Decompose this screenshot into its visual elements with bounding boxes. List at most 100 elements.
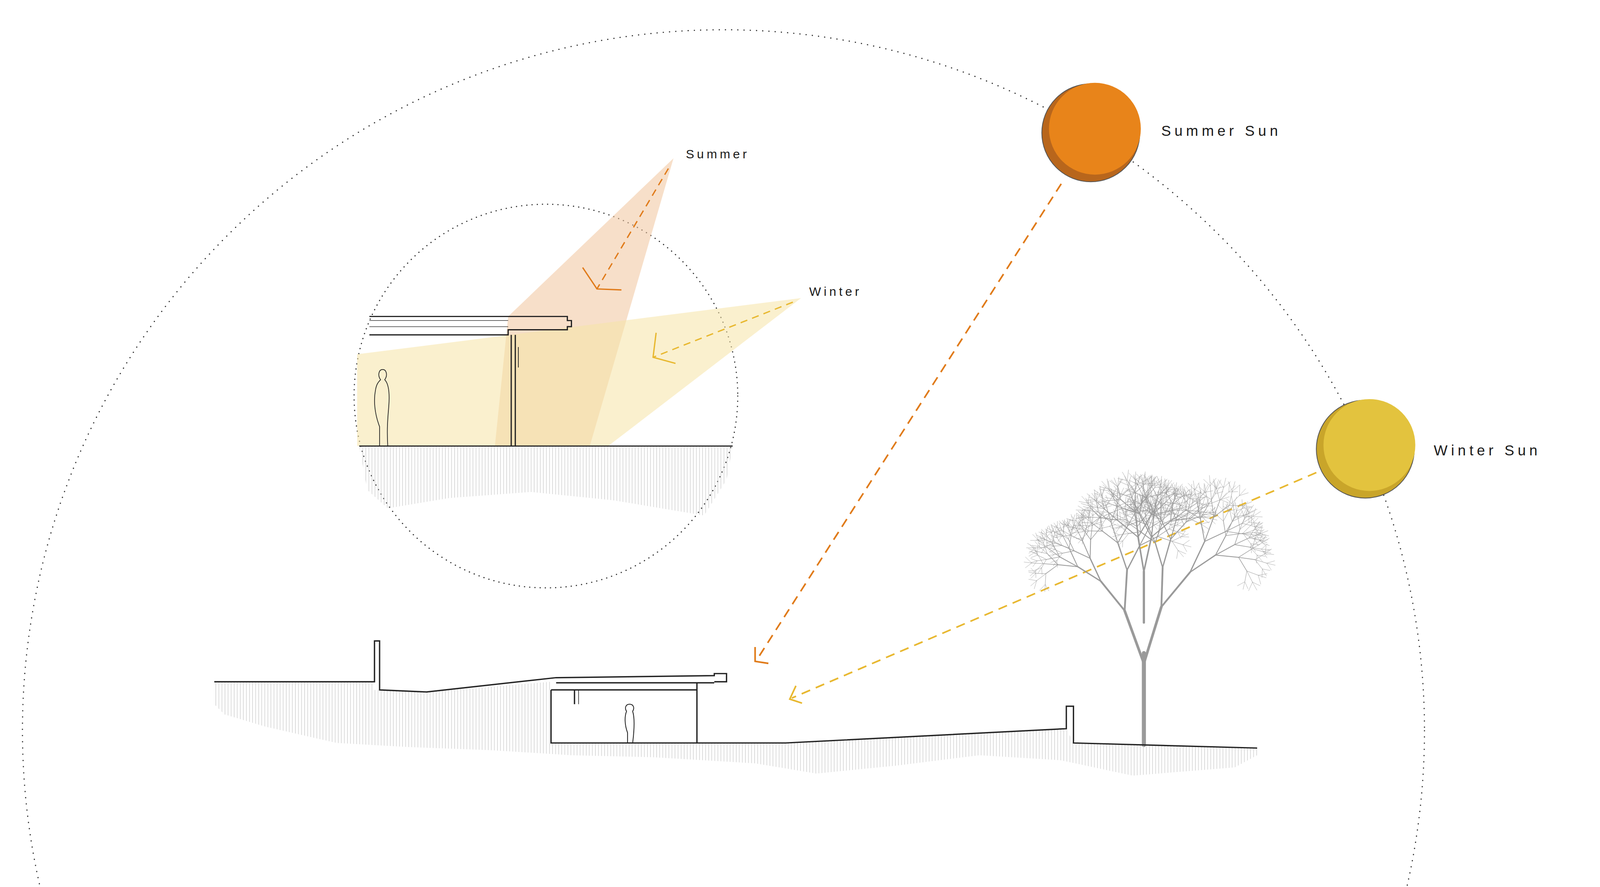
tree-branch	[1042, 563, 1058, 565]
tree-branch	[1141, 653, 1146, 745]
tree-branch	[1154, 502, 1166, 514]
tree-branch	[1070, 535, 1083, 541]
tree-branch	[1082, 525, 1090, 533]
tree-branch	[1227, 502, 1230, 511]
tree-branch	[1258, 575, 1267, 578]
tree-branch	[1245, 582, 1249, 590]
winter-light-wedge	[357, 298, 801, 447]
tree-branch	[1187, 483, 1195, 490]
tree-branch	[1073, 527, 1083, 529]
tree-branch	[1151, 521, 1170, 537]
tree-branch	[1031, 562, 1043, 564]
tree-branch	[1235, 507, 1243, 518]
tree-branch	[1025, 562, 1032, 568]
earth-hatch	[214, 681, 1258, 776]
tree-branch	[1117, 520, 1138, 538]
tree	[1024, 470, 1276, 745]
text-label: Summer	[685, 147, 750, 161]
tree-branch	[1244, 508, 1248, 518]
tree-branch	[1028, 579, 1037, 581]
tree-branch	[1082, 522, 1092, 524]
tree-branch	[1120, 499, 1135, 512]
tree-branch	[1160, 485, 1167, 494]
tree-branch	[1160, 510, 1161, 523]
tree-branch	[1085, 517, 1100, 518]
tree-branch	[1148, 520, 1161, 529]
tree-branch	[1265, 553, 1274, 555]
tree-branch	[1261, 569, 1263, 578]
tree-branch	[1124, 610, 1144, 664]
tree-branch	[1127, 493, 1136, 496]
tree-branch	[1197, 496, 1206, 503]
tree-branch	[1230, 503, 1235, 511]
tree-branch	[1235, 502, 1237, 511]
tree-branch	[1145, 476, 1150, 485]
tree-branch	[1191, 492, 1201, 496]
tree-branch	[1177, 502, 1187, 510]
tree-branch	[1222, 501, 1224, 510]
tree-branch	[1171, 483, 1176, 492]
tree-branch	[1182, 485, 1184, 496]
tree-branch	[1234, 544, 1250, 548]
tree-branch	[1177, 501, 1186, 505]
tree-branch	[1151, 477, 1155, 486]
tree-branch	[1150, 497, 1152, 504]
tree-branch	[1190, 555, 1216, 573]
tree-branch	[1222, 510, 1224, 521]
tree-branch	[1200, 492, 1212, 500]
tree-branch	[1118, 499, 1120, 507]
tree-branch	[1139, 513, 1152, 538]
tree-branch	[1255, 523, 1263, 528]
tree-branch	[1081, 506, 1091, 511]
tree-branch	[1111, 480, 1118, 488]
tree-branch	[1088, 495, 1090, 504]
tree-branch	[1114, 499, 1123, 509]
tree-branch	[1028, 547, 1036, 554]
tree-branch	[1239, 492, 1249, 496]
tree-branch	[1251, 517, 1259, 525]
tree-branch	[1181, 533, 1189, 537]
tree-branch	[1045, 573, 1047, 585]
tree-branch	[1030, 540, 1039, 541]
tree-branch	[1265, 549, 1272, 554]
tree-branch	[1093, 490, 1102, 496]
tree-branch	[1255, 529, 1263, 531]
tree-branch	[1170, 522, 1179, 525]
tree-branch	[1086, 525, 1090, 536]
tree-branch	[1182, 544, 1187, 552]
tree-branch	[1204, 531, 1227, 542]
tree-branch	[1137, 494, 1139, 504]
tree-branch	[1161, 567, 1163, 607]
tree-branch	[1182, 540, 1190, 545]
tree-branch	[1131, 485, 1136, 494]
tree-branch	[1155, 542, 1163, 568]
tree-branch	[1085, 498, 1091, 507]
tree-branch	[1242, 582, 1245, 590]
tree-branch	[1146, 486, 1153, 498]
tree-branch	[1181, 517, 1185, 527]
tree-branch	[1046, 557, 1060, 560]
tree-branch	[1262, 538, 1270, 543]
tree-branch	[1167, 482, 1174, 490]
tree-branch	[1126, 520, 1136, 523]
tree-branch	[1037, 567, 1042, 574]
tree-branch	[1112, 523, 1120, 528]
tree-branch	[1161, 572, 1190, 607]
tree-branch	[1152, 484, 1162, 487]
tree-branch	[1085, 509, 1093, 510]
tree-branch	[1236, 510, 1238, 519]
tree-branch	[1198, 502, 1207, 510]
tree-branch	[1237, 582, 1245, 586]
tree-branch	[1071, 520, 1074, 527]
tree-branch	[1248, 509, 1258, 513]
tree-branch	[1083, 516, 1093, 523]
tree-branch	[1236, 507, 1245, 511]
tree-branch	[1079, 510, 1085, 517]
tree-branch	[1030, 555, 1038, 558]
tree-branch	[1053, 522, 1058, 529]
tree-branch	[1032, 534, 1039, 541]
summer-sun	[1041, 82, 1141, 183]
tree-branch	[1260, 526, 1263, 534]
tree-branch	[1135, 497, 1147, 512]
tree-branch	[1181, 536, 1190, 538]
